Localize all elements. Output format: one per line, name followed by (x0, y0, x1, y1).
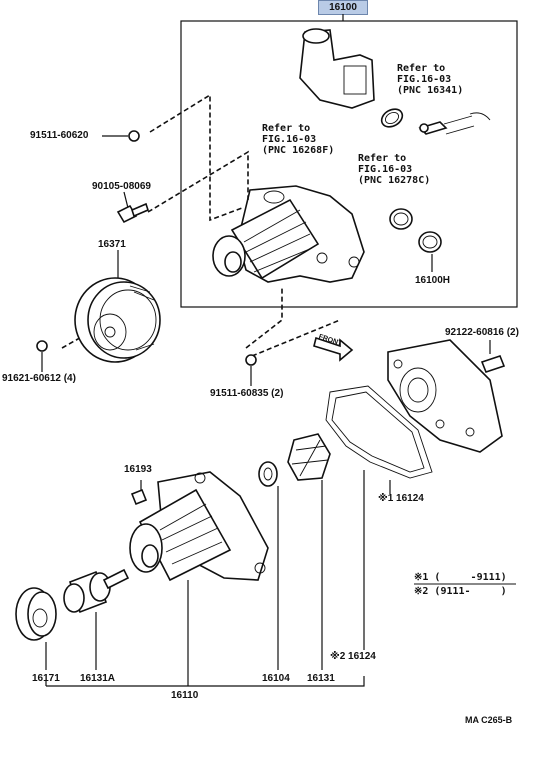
part-label-16193[interactable]: 16193 (124, 464, 152, 475)
nut-91621-60612 (36, 340, 48, 352)
o-ring-upper-inner (384, 111, 400, 125)
dashed-leader-b (147, 150, 249, 213)
bottom-bracket (46, 676, 365, 687)
part-label-16100h[interactable]: 16100H (415, 275, 451, 286)
part-label-90105-08069[interactable]: 90105-08069 (92, 181, 151, 192)
legend-row-2: ※2 (9111- ) (414, 586, 507, 597)
part-label-16124-type1[interactable]: ※1 16124 (378, 493, 424, 504)
dashed-leader-d (245, 286, 283, 349)
o-ring-16100h (418, 231, 442, 253)
assembly-frame (180, 20, 518, 308)
bolt-90105-08069 (116, 202, 149, 224)
part-label-92122-60816[interactable]: 92122-60816 (2) (445, 327, 519, 338)
part-label-16124-type2[interactable]: ※2 16124 (330, 651, 376, 662)
part-label-16104[interactable]: 16104 (262, 673, 290, 684)
part-label-16371[interactable]: 16371 (98, 239, 126, 250)
impeller-16131 (287, 433, 331, 481)
part-label-16131[interactable]: 16131 (307, 673, 335, 684)
o-ring-upper (380, 108, 404, 128)
o-ring-16278c (389, 208, 413, 230)
front-arrow (313, 336, 354, 362)
part-label-16110[interactable]: 16110 (171, 690, 199, 701)
gasket-16124 (325, 385, 433, 479)
water-outlet-part (299, 28, 375, 109)
part-label-91621-60612[interactable]: 91621-60612 (4) (2, 373, 76, 384)
pulley-16371 (74, 277, 161, 363)
bolt-91511-60620 (128, 130, 140, 142)
legend-row-1: ※1 ( -9111) (414, 572, 507, 583)
bypass-pipe (418, 112, 491, 135)
part-label-16131a[interactable]: 16131A (80, 673, 116, 684)
refer-note-16268f: Refer to FIG.16-03 (PNC 16268F) (262, 123, 335, 156)
illustration-code: MA C265-B (465, 715, 513, 725)
dashed-leader-a (149, 93, 243, 222)
pump-body-cover (387, 339, 503, 453)
seal-16104 (258, 461, 278, 487)
part-label-16171[interactable]: 16171 (32, 673, 60, 684)
flange-16171 (15, 587, 57, 641)
refer-note-16278c: Refer to FIG.16-03 (PNC 16278C) (358, 153, 431, 186)
part-label-91511-60835[interactable]: 91511-60835 (2) (210, 388, 284, 399)
stud-92122-60816 (480, 355, 506, 373)
water-pump-assembly-upper (212, 185, 365, 283)
refer-note-16341: Refer to FIG.16-03 (PNC 16341) (397, 63, 464, 96)
pump-body-16110 (129, 471, 269, 582)
bolt-16193 (130, 480, 148, 506)
bearing-16131a (63, 568, 130, 614)
part-label-91511-60620[interactable]: 91511-60620 (30, 130, 89, 141)
bolt-91511-60835 (245, 354, 257, 366)
